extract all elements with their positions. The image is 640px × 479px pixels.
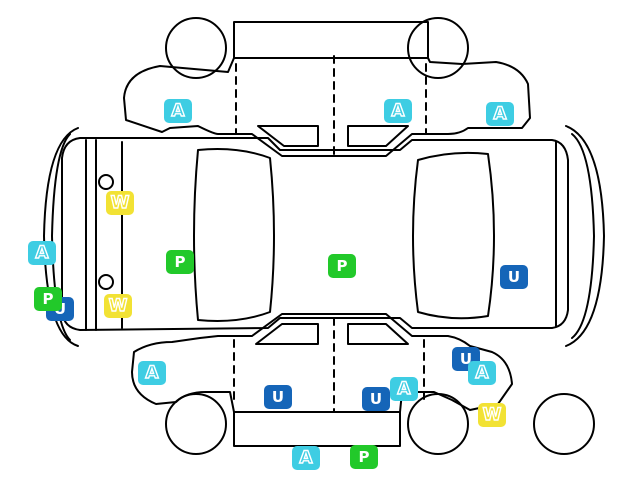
marker-w-1: W	[106, 191, 134, 215]
marker-p-1: P	[166, 250, 194, 274]
marker-w-3-label: W	[482, 404, 502, 425]
marker-a-1: A	[164, 99, 192, 123]
marker-a-5-label: A	[145, 362, 160, 383]
marker-a-5: A	[138, 361, 166, 385]
marker-p-4-label: P	[358, 447, 370, 466]
top-side-panel	[123, 17, 531, 157]
marker-a-4-label: A	[35, 242, 50, 263]
marker-w-3: W	[478, 403, 506, 427]
marker-a-6-label: A	[475, 362, 490, 383]
marker-w-1-label: W	[110, 192, 130, 213]
marker-u-4-label: U	[271, 387, 285, 406]
marker-u-5: U	[362, 387, 390, 411]
marker-a-7: A	[390, 377, 418, 401]
marker-a-7-label: A	[397, 378, 412, 399]
marker-a-2: A	[384, 99, 412, 123]
marker-a-8: A	[292, 446, 320, 470]
marker-p-3: P	[34, 287, 62, 311]
marker-p-2-label: P	[336, 256, 348, 275]
marker-a-6: A	[468, 361, 496, 385]
marker-p-2: P	[328, 254, 356, 278]
marker-p-4: P	[350, 445, 378, 469]
marker-a-3-label: A	[493, 103, 508, 124]
bottom-side-panel	[131, 313, 595, 455]
marker-a-4: A	[28, 241, 56, 265]
marker-u-4: U	[264, 385, 292, 409]
marker-w-2-label: W	[108, 295, 128, 316]
marker-u-1: U	[500, 265, 528, 289]
marker-a-1-label: A	[171, 100, 186, 121]
marker-p-1-label: P	[174, 252, 186, 271]
marker-p-3-label: P	[42, 289, 54, 308]
car-body-top-view	[43, 125, 605, 347]
marker-a-2-label: A	[391, 100, 406, 121]
marker-u-1-label: U	[507, 267, 521, 286]
marker-a-3: A	[486, 102, 514, 126]
marker-w-2: W	[104, 294, 132, 318]
marker-a-8-label: A	[299, 447, 314, 468]
marker-u-5-label: U	[369, 389, 383, 408]
